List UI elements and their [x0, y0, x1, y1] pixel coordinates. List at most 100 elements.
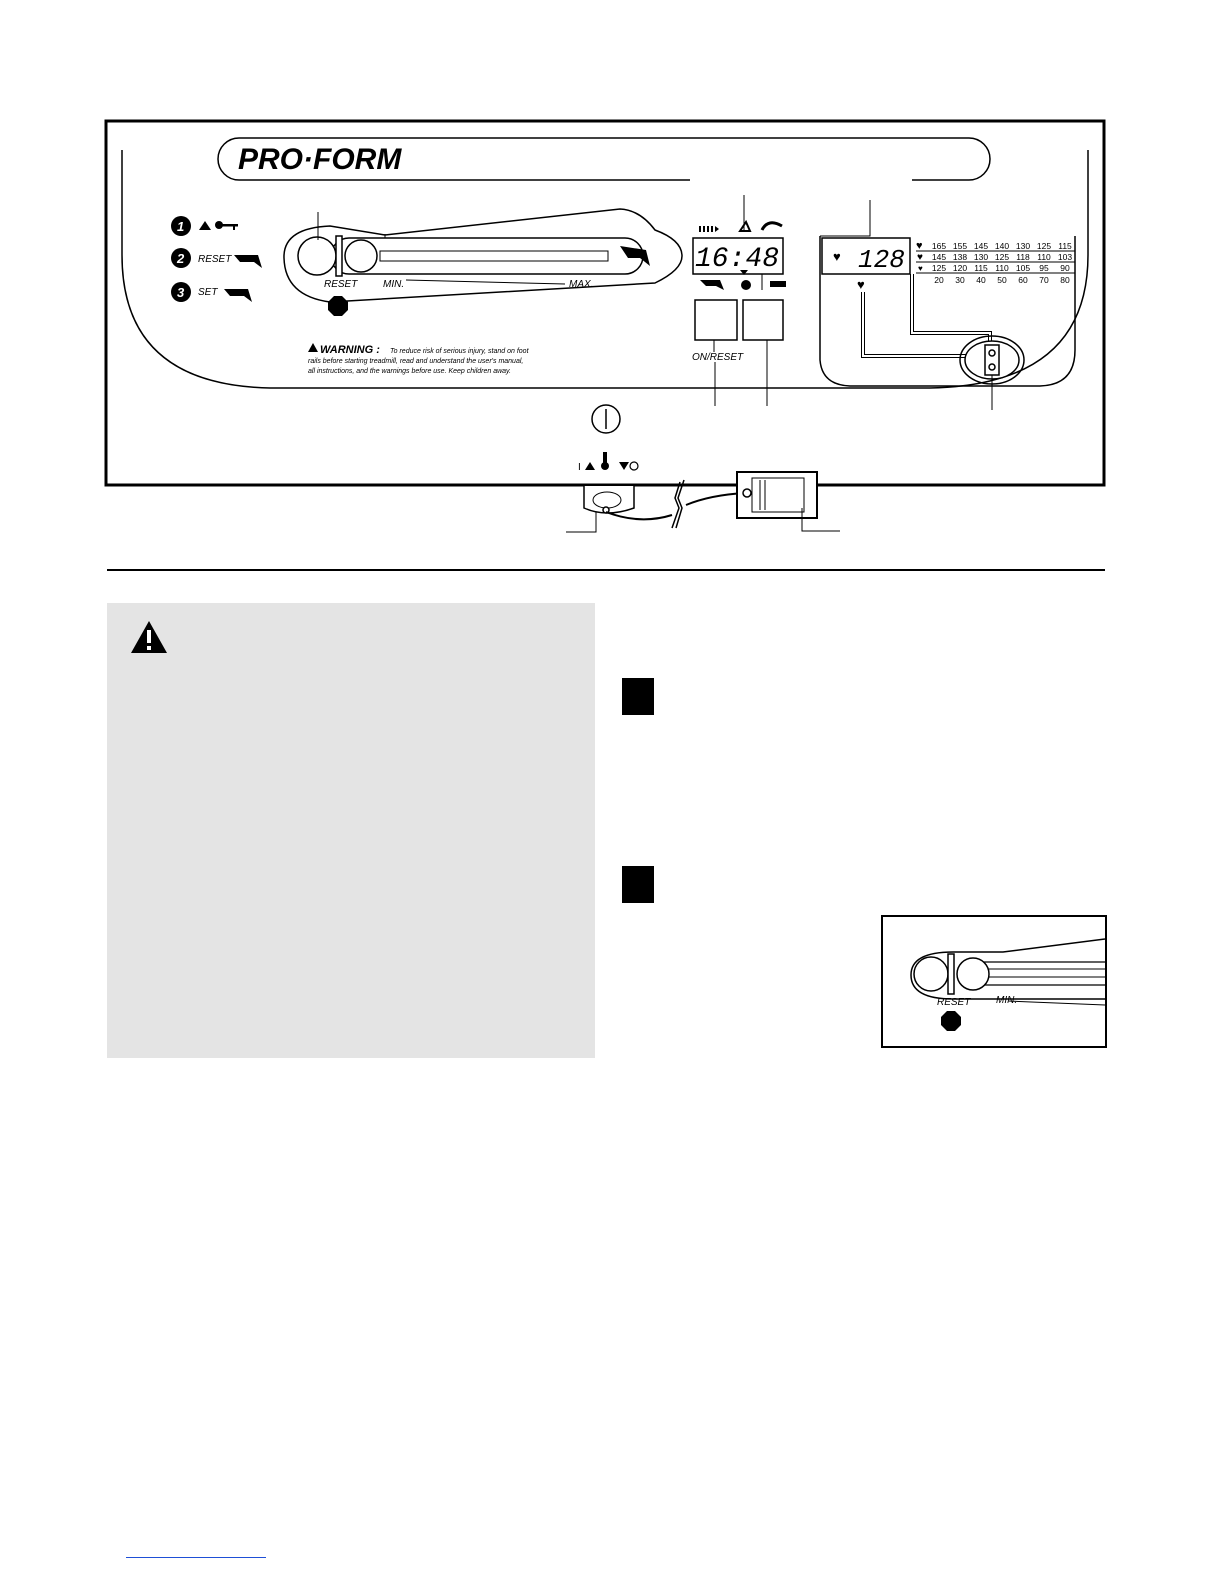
step-list: 1 2 RESET 3 SET — [171, 216, 262, 302]
inset-min-label: MIN. — [996, 995, 1017, 1006]
stop-hand-icon — [328, 296, 348, 316]
speed-slider[interactable]: RESET MIN. MAX. — [283, 208, 683, 316]
hr-table-cell: 138 — [953, 252, 967, 262]
on-reset-button[interactable] — [694, 299, 738, 341]
time-display-group: 16:48 — [692, 195, 786, 290]
hr-table-cell: 105 — [1016, 263, 1030, 273]
warning-triangle-icon — [308, 343, 318, 352]
heart-icon: ♥ — [916, 240, 923, 252]
hr-table-cell: 165 — [932, 241, 946, 251]
brand-logo: PRO·FORM — [238, 143, 402, 176]
display-button[interactable] — [742, 299, 784, 341]
speed-knob — [956, 957, 990, 991]
step-2-number: 2 — [176, 251, 185, 266]
heart-icon: ♥ — [833, 249, 841, 264]
hr-table-cell: 110 — [995, 263, 1009, 273]
key-cord — [605, 511, 673, 521]
step-2-badge — [171, 248, 191, 268]
hr-table-cell: 90 — [1060, 263, 1070, 273]
step-1-number: 1 — [177, 219, 184, 234]
arrow-down-icon — [619, 462, 629, 470]
inset-reset-label: RESET — [937, 997, 971, 1008]
slider-track — [330, 237, 644, 275]
reset-button[interactable] — [297, 236, 337, 276]
heart-icon: ♥ — [918, 264, 923, 273]
console-frame — [104, 119, 1106, 487]
time-value: 16:48 — [695, 244, 779, 275]
reset-inset-diagram: RESET MIN. — [910, 938, 1105, 1031]
warning-title: WARNING : — [320, 344, 380, 356]
warning-triangle-icon — [131, 621, 167, 653]
heart-icon: ♥ — [857, 277, 865, 292]
hr-table-cell: 125 — [1037, 241, 1051, 251]
footer-link-rule — [126, 1557, 266, 1558]
hr-table-cell: 103 — [1058, 252, 1072, 262]
hr-table-age: 40 — [976, 275, 986, 285]
key-icon — [603, 452, 607, 464]
pulse-value: 128 — [858, 245, 905, 275]
speed-knob[interactable] — [344, 239, 378, 273]
fat-calorie-icon — [760, 221, 783, 231]
reset-label: RESET — [324, 279, 358, 290]
brand-banner — [217, 137, 991, 181]
warning-panel — [107, 603, 595, 1058]
hr-table-cell: 140 — [995, 241, 1009, 251]
speed-bars-icon — [699, 226, 719, 232]
clock-icon — [741, 280, 751, 290]
hr-table-cell: 145 — [974, 241, 988, 251]
on-reset-label: ON/RESET — [692, 352, 744, 363]
runner-icon — [224, 289, 252, 302]
time-display — [692, 237, 784, 275]
hr-table-cell: 120 — [953, 263, 967, 273]
runner-icon — [620, 246, 650, 266]
step-marker — [622, 866, 654, 903]
pulse-display — [821, 237, 911, 275]
hr-table-cell: 118 — [1016, 252, 1030, 262]
hr-table-cell: 110 — [1037, 252, 1051, 262]
slider-slot — [379, 250, 609, 262]
hr-table-age: 30 — [955, 275, 965, 285]
key-icon — [215, 221, 238, 230]
callout-line — [801, 508, 840, 532]
runner-icon — [234, 255, 262, 268]
hr-table-age: 60 — [1018, 275, 1028, 285]
step-1-badge — [171, 216, 191, 236]
step-3-badge — [171, 282, 191, 302]
min-label: MIN. — [383, 279, 404, 290]
calorie-icon — [738, 219, 752, 232]
warning-line-1: To reduce risk of serious injury, stand … — [390, 348, 530, 355]
heart-icon: ♥ — [917, 252, 923, 263]
hr-table-cell: 115 — [974, 263, 988, 273]
hr-table-cell: 115 — [1058, 241, 1072, 251]
step-2-label: RESET — [198, 254, 232, 265]
hr-table-cell: 130 — [1016, 241, 1030, 251]
slider-housing — [283, 208, 683, 303]
key-off-symbol — [629, 461, 639, 471]
reset-button — [913, 956, 949, 992]
pulse-panel: ♥ 128 ♥ — [819, 200, 1076, 410]
console-panel-outline — [121, 150, 1089, 389]
callout-line — [566, 512, 597, 533]
hr-table-cell: 95 — [1039, 263, 1049, 273]
stop-hand-icon — [941, 1011, 961, 1031]
runner-icon — [700, 280, 724, 290]
power-switch-icon — [591, 404, 621, 434]
distance-icon — [770, 281, 786, 287]
hr-table-cell: 130 — [974, 252, 988, 262]
hr-table-cell: 155 — [953, 241, 967, 251]
key-on-symbol: I — [578, 462, 581, 473]
hr-table-age: 50 — [997, 275, 1007, 285]
hr-table-age: 70 — [1039, 275, 1049, 285]
section-divider — [107, 569, 1105, 571]
step-marker — [622, 678, 654, 715]
hr-table-age: 80 — [1060, 275, 1070, 285]
warning-line-3: all instructions, and the warnings befor… — [308, 368, 511, 375]
hr-table-cell: 125 — [995, 252, 1009, 262]
arrow-up-icon — [585, 462, 595, 470]
hr-table-age: 20 — [934, 275, 944, 285]
step-3-label: SET — [198, 287, 218, 298]
hr-table-cell: 125 — [932, 263, 946, 273]
warning-line-2: rails before starting treadmill, read an… — [308, 358, 523, 365]
